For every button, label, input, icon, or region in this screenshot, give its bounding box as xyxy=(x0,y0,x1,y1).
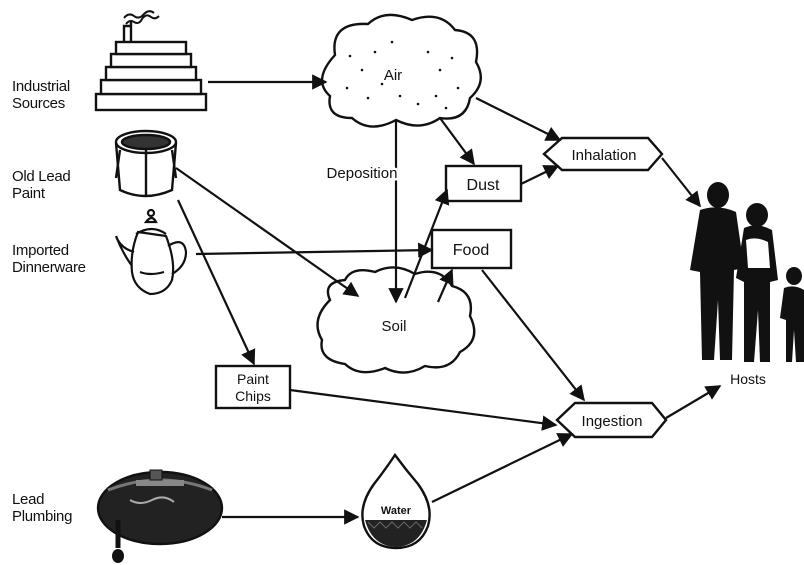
inhalation-label: Inhalation xyxy=(571,147,636,164)
dust-label: Dust xyxy=(467,177,500,194)
arrow-paint-to-chips xyxy=(177,199,256,366)
air-label: Air xyxy=(384,67,402,84)
paint-chips-label-2: Chips xyxy=(235,388,271,404)
arrow-air-to-dust xyxy=(439,117,475,166)
arrow-chips-to-ingestion xyxy=(289,388,558,431)
air-cloud xyxy=(321,13,482,128)
water-label: Water xyxy=(381,505,412,517)
hosts-silhouettes xyxy=(690,182,804,362)
arrow-ingestion-to-hosts xyxy=(665,385,722,419)
soil-label: Soil xyxy=(381,318,406,335)
paint-can-icon xyxy=(114,129,178,198)
inhalation-hexagon xyxy=(542,136,664,172)
lead-plumbing-line2: Plumbing xyxy=(12,508,73,525)
food-box xyxy=(430,228,513,270)
industrial-sources-line1: Industrial xyxy=(12,78,70,95)
air-particles xyxy=(345,40,460,110)
ingestion-hexagon xyxy=(555,401,668,439)
hosts-label: Hosts xyxy=(730,371,766,387)
arrow-soil-to-food xyxy=(436,268,454,303)
lead-plumbing-label: Lead Plumbing xyxy=(12,491,72,525)
paint-chips-box xyxy=(214,364,292,410)
old-lead-paint-label: Old Lead Paint xyxy=(12,168,71,202)
factory-icon xyxy=(94,10,208,112)
imported-dinnerware-line2: Dinnerware xyxy=(12,259,86,276)
food-label: Food xyxy=(453,242,489,259)
flow-arrows xyxy=(175,74,722,525)
water-drop-icon xyxy=(361,452,431,550)
lead-plumbing-line1: Lead xyxy=(12,491,45,508)
industrial-sources-label: Industrial Sources xyxy=(12,78,70,112)
imported-dinnerware-label: Imported Dinnerware xyxy=(12,242,86,276)
arrow-food-to-ingestion xyxy=(481,269,585,402)
arrow-air-to-inhalation xyxy=(475,97,562,141)
arrow-paint-to-soil xyxy=(175,167,360,297)
arrow-dinnerware-to-food xyxy=(195,242,434,258)
arrow-water-to-ingestion xyxy=(431,433,574,503)
deposition-label: Deposition xyxy=(327,165,398,182)
paint-chips-label-1: Paint xyxy=(237,371,269,387)
arrow-dust-to-inhalation xyxy=(520,165,560,185)
ingestion-label: Ingestion xyxy=(582,413,643,430)
arrow-inhalation-to-hosts xyxy=(661,157,701,208)
dust-box xyxy=(444,164,523,203)
teapot-icon xyxy=(114,208,188,296)
industrial-sources-line2: Sources xyxy=(12,95,65,112)
imported-dinnerware-line1: Imported xyxy=(12,242,69,259)
old-lead-paint-line1: Old Lead xyxy=(12,168,71,185)
old-lead-paint-line2: Paint xyxy=(12,185,45,202)
lead-pipe-icon xyxy=(96,469,224,563)
